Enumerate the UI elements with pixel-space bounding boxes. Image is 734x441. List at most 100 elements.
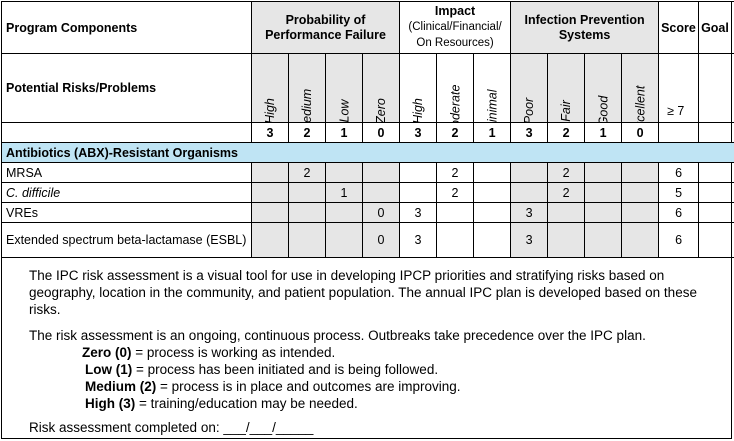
cell-infection bbox=[510, 162, 549, 183]
cell-prob bbox=[288, 182, 326, 203]
cell-infection bbox=[510, 182, 549, 203]
goal-label-cell bbox=[698, 53, 734, 123]
level-desc: = process has been initiated and is bein… bbox=[132, 362, 439, 377]
cell-infection: 3 bbox=[510, 202, 549, 223]
score-header: Score bbox=[658, 1, 700, 54]
col-label: Good bbox=[596, 95, 611, 123]
cell-prob bbox=[325, 202, 363, 223]
weight-probability-0: 3 bbox=[251, 122, 289, 143]
probability-header: Probability of Performance Failure bbox=[250, 1, 401, 54]
col-infection-good: Good bbox=[584, 53, 623, 123]
level-desc: = training/education may be needed. bbox=[135, 396, 358, 411]
risk-name: VREs bbox=[1, 202, 252, 223]
cell-impact bbox=[473, 182, 512, 203]
weight-impact-1: 2 bbox=[436, 122, 475, 143]
weight-probability-2: 1 bbox=[325, 122, 363, 143]
cell-prob bbox=[325, 162, 363, 183]
cell-prob bbox=[325, 222, 363, 258]
level-item: Low (1) = process has been initiated and… bbox=[85, 361, 438, 378]
table-row: Extended spectrum beta-lactamase (ESBL) 0… bbox=[1, 222, 734, 258]
level-term: Medium (2) bbox=[85, 379, 157, 394]
infection-prevention-header: Infection Prevention Systems bbox=[510, 1, 660, 54]
col-label: Excellent bbox=[633, 85, 648, 123]
col-probability-medium: Medium bbox=[288, 53, 326, 123]
section-title: Antibiotics (ABX)-Resistant Organisms bbox=[0, 142, 734, 163]
col-impact-minimal: Minimal bbox=[473, 53, 512, 123]
cell-impact: 3 bbox=[399, 222, 438, 258]
col-label: High bbox=[411, 98, 426, 123]
weights-label-cell bbox=[1, 122, 252, 143]
col-probability-high: High bbox=[251, 53, 289, 123]
cell-infection bbox=[584, 222, 623, 258]
program-components-header: Program Components bbox=[1, 1, 252, 54]
risk-name: MRSA bbox=[1, 162, 252, 183]
cell-prob bbox=[251, 222, 289, 258]
cell-infection bbox=[584, 182, 623, 203]
level-item: Zero (0) = process is working as intende… bbox=[82, 344, 335, 361]
cell-prob bbox=[361, 162, 401, 183]
col-impact-moderate: Moderate bbox=[436, 53, 475, 123]
cell-prob bbox=[251, 202, 289, 223]
col-probability-low: Low bbox=[325, 53, 363, 123]
weight-infection-3: 0 bbox=[621, 122, 660, 143]
cell-goal bbox=[698, 182, 734, 203]
cell-prob bbox=[251, 182, 289, 203]
cell-prob bbox=[361, 182, 401, 203]
cell-score: 6 bbox=[658, 162, 700, 183]
cell-impact bbox=[436, 222, 475, 258]
cell-impact: 2 bbox=[436, 162, 475, 183]
cell-prob bbox=[288, 202, 326, 223]
col-infection-fair: Fair bbox=[547, 53, 586, 123]
cell-infection: 3 bbox=[510, 222, 549, 258]
completed-on-line: Risk assessment completed on: ___/___/__… bbox=[29, 420, 314, 435]
cell-infection bbox=[621, 202, 660, 223]
level-item: High (3) = training/education may be nee… bbox=[85, 395, 358, 412]
weight-impact-2: 1 bbox=[473, 122, 512, 143]
col-label: Low bbox=[337, 99, 351, 123]
score-weight-cell bbox=[658, 122, 700, 143]
cell-score: 6 bbox=[658, 202, 700, 223]
cell-prob: 0 bbox=[361, 202, 401, 223]
cell-prob: 2 bbox=[288, 162, 326, 183]
notes-paragraph-1: The IPC risk assessment is a visual tool… bbox=[29, 268, 697, 317]
level-term: High (3) bbox=[85, 396, 136, 411]
cell-impact bbox=[473, 202, 512, 223]
cell-infection: 2 bbox=[547, 182, 586, 203]
cell-infection bbox=[584, 162, 623, 183]
cell-infection bbox=[621, 182, 660, 203]
risk-name: C. difficile bbox=[1, 182, 252, 203]
level-term: Zero (0) bbox=[82, 345, 132, 360]
col-impact-high: High bbox=[399, 53, 438, 123]
score-threshold: ≥ 7 bbox=[658, 53, 700, 123]
cell-impact bbox=[399, 182, 438, 203]
cell-goal bbox=[698, 202, 734, 223]
cell-infection bbox=[547, 202, 586, 223]
col-label: Minimal bbox=[485, 89, 500, 123]
cell-impact bbox=[436, 202, 475, 223]
cell-goal bbox=[698, 162, 734, 183]
cell-impact: 3 bbox=[399, 202, 438, 223]
table-row: MRSA 2 2 2 6 bbox=[1, 162, 734, 183]
cell-goal bbox=[698, 222, 734, 258]
cell-prob: 1 bbox=[325, 182, 363, 203]
weight-probability-1: 2 bbox=[288, 122, 326, 143]
potential-risks-header: Potential Risks/Problems bbox=[1, 53, 252, 123]
level-desc: = process is in place and outcomes are i… bbox=[156, 379, 461, 394]
cell-infection bbox=[621, 222, 660, 258]
col-infection-excellent: Excellent bbox=[621, 53, 660, 123]
impact-header: Impact(Clinical/Financial/ On Resources) bbox=[399, 1, 512, 54]
col-infection-poor: Poor bbox=[510, 53, 549, 123]
goal-weight-cell bbox=[698, 122, 734, 143]
weight-impact-0: 3 bbox=[399, 122, 438, 143]
cell-infection bbox=[621, 162, 660, 183]
cell-infection: 2 bbox=[547, 162, 586, 183]
weight-infection-0: 3 bbox=[510, 122, 549, 143]
cell-score: 6 bbox=[658, 222, 700, 258]
notes-paragraph-2: The risk assessment is an ongoing, conti… bbox=[29, 328, 646, 343]
cell-impact bbox=[473, 222, 512, 258]
cell-prob: 0 bbox=[361, 222, 401, 258]
weight-infection-1: 2 bbox=[547, 122, 586, 143]
level-item: Medium (2) = process is in place and out… bbox=[85, 378, 461, 395]
risk-name: Extended spectrum beta-lactamase (ESBL) bbox=[1, 222, 252, 258]
